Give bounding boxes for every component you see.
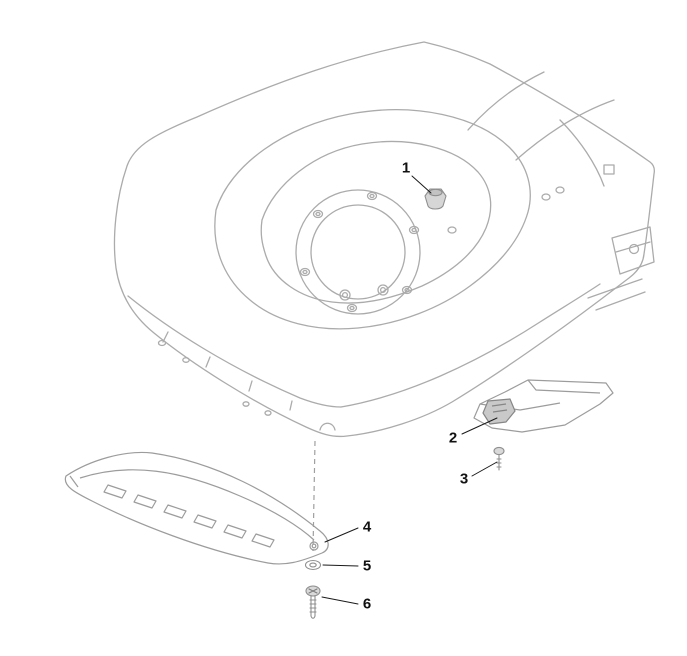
band-tick [248, 380, 253, 392]
callout-label-3: 3 [459, 470, 469, 488]
mower-deck-drawing [113, 41, 656, 438]
callout-label-5: 5 [362, 557, 372, 575]
bracket-hole [628, 243, 640, 255]
deck-hole [264, 410, 272, 416]
callout-label-2: 2 [448, 429, 458, 447]
deflector-clip [482, 398, 516, 425]
leader-1 [411, 175, 432, 194]
deck-hole [447, 226, 457, 234]
blade-ring-outer [295, 189, 421, 315]
band-tick [289, 400, 293, 411]
bracket-line [615, 241, 651, 253]
alignment-dashed-line [312, 440, 316, 552]
plate-screw-hole-inner [311, 543, 317, 549]
plate-screw-hole [309, 541, 319, 551]
rear-edge-line [587, 278, 643, 299]
deck-hole [541, 193, 551, 201]
rear-tunnel-line [515, 99, 615, 161]
leader-5 [322, 564, 359, 567]
deck-bowl-inner [260, 140, 492, 304]
band-tick [205, 356, 211, 368]
rear-edge-line [595, 291, 646, 311]
part-6-screw [305, 585, 321, 619]
callout-label-6: 6 [362, 595, 372, 613]
deck-hole [157, 339, 167, 347]
part-2-mulching-deflector [473, 379, 614, 433]
leader-3 [471, 461, 498, 477]
rear-tunnel-line [559, 119, 605, 187]
deck-hole [242, 401, 250, 407]
deck-notch [319, 422, 336, 431]
callout-leader-lines [321, 175, 498, 605]
deck-hole [182, 357, 190, 363]
part-5-washer [304, 559, 322, 571]
deck-bowl-outer [214, 109, 531, 330]
callout-label-1: 1 [401, 159, 411, 177]
rear-tunnel-line [467, 71, 545, 131]
deck-outer-outline [113, 41, 656, 438]
blade-ring-inner [310, 204, 406, 300]
deck-front-band [127, 295, 342, 408]
part-3-screw [493, 446, 505, 471]
leader-2 [461, 417, 498, 435]
leader-6 [321, 596, 359, 605]
part-1-cap-plug [424, 188, 447, 210]
leader-4 [324, 527, 359, 543]
callout-label-4: 4 [362, 518, 372, 536]
handle-bracket [611, 226, 655, 275]
ring-bolt-holes [299, 191, 420, 313]
plate-vent-slots [103, 484, 275, 548]
part-4-protection-plate [64, 451, 329, 565]
deck-bottom-inner-line [340, 283, 601, 408]
deck-detail-square [603, 164, 615, 175]
deck-hole [555, 186, 565, 194]
